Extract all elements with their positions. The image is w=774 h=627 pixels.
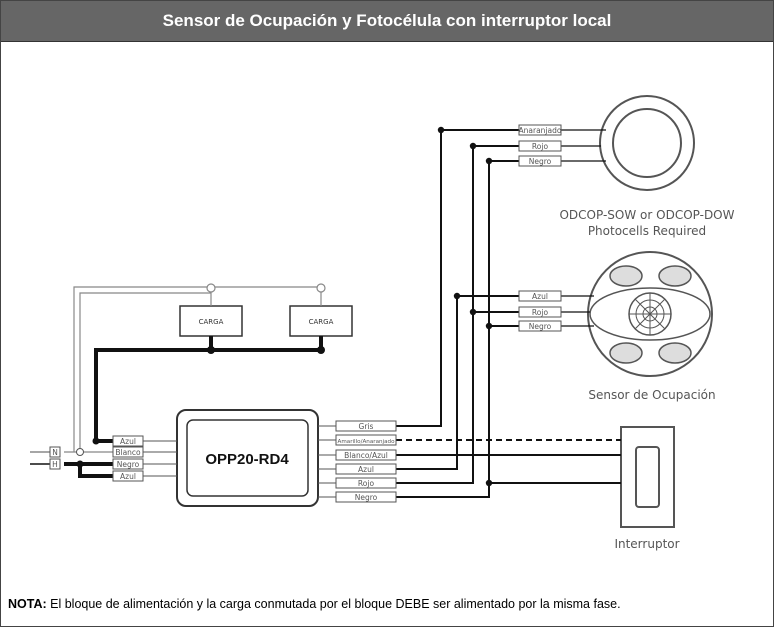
hot-junction [76,460,84,468]
output-wire-6: Negro [355,493,378,502]
output-wire-4: Azul [358,465,374,474]
output-wire-labels: Gris Amarillo/Anaranjado Blanco/Azul Azu… [318,420,397,503]
output-wire-5: Rojo [358,479,375,488]
terminal-n-label: N [52,448,58,457]
sensor-wire-2: Rojo [532,308,549,317]
neutral-junction [76,448,84,456]
footnote: NOTA: El bloque de alimentación y la car… [8,597,768,611]
sensor-caption: Sensor de Ocupación [588,388,715,402]
sensor-wire-labels: Azul Rojo Negro [518,290,562,332]
note-prefix: NOTA: [8,597,47,611]
switch-device [620,426,675,528]
sensor-wire-1: Azul [532,292,548,301]
opp20-rd4-module: OPP20-RD4 [176,409,319,507]
photocell-caption-2: Photocells Required [588,224,706,238]
load-2: CARGA [289,305,353,337]
input-wire-1: Azul [120,437,136,446]
neutral-wires [73,283,326,452]
load-junction [92,437,100,445]
wire-junctions [437,126,493,487]
input-wiring [30,439,113,478]
output-wire-3: Blanco/Azul [344,451,388,460]
input-wire-labels: Azul Blanco Negro Azul [112,435,177,482]
load-1-junction [207,346,215,354]
occupancy-sensor-device [587,251,713,377]
photocell-caption-1: ODCOP-SOW or ODCOP-DOW [559,208,734,222]
photocell-wire-labels: Anaranjado Rojo Negro [518,124,562,167]
input-wire-3: Negro [117,460,140,469]
terminal-h: H [49,458,61,470]
terminal-h-label: H [52,460,58,469]
photocell-wire-2: Rojo [532,142,549,151]
input-wire-2: Blanco [115,448,141,457]
load-2-junction [317,346,325,354]
input-wire-4: Azul [120,472,136,481]
load-1: CARGA [179,305,243,337]
terminal-n: N [49,446,61,458]
sensor-wire-3: Negro [529,322,552,331]
load-1-label: CARGA [199,318,224,326]
photocell-device [599,95,695,191]
diagram-title: Sensor de Ocupación y Fotocélula con int… [0,0,774,42]
photocell-wire-1: Anaranjado [519,126,562,135]
module-label: OPP20-RD4 [205,451,289,468]
switch-caption: Interruptor [614,537,679,551]
output-wire-2: Amarillo/Anaranjado [338,439,396,445]
output-wiring [396,129,621,498]
note-text: El bloque de alimentación y la carga con… [46,597,621,611]
photocell-wire-3: Negro [529,157,552,166]
load-2-label: CARGA [309,318,334,326]
output-wire-1: Gris [359,422,374,431]
